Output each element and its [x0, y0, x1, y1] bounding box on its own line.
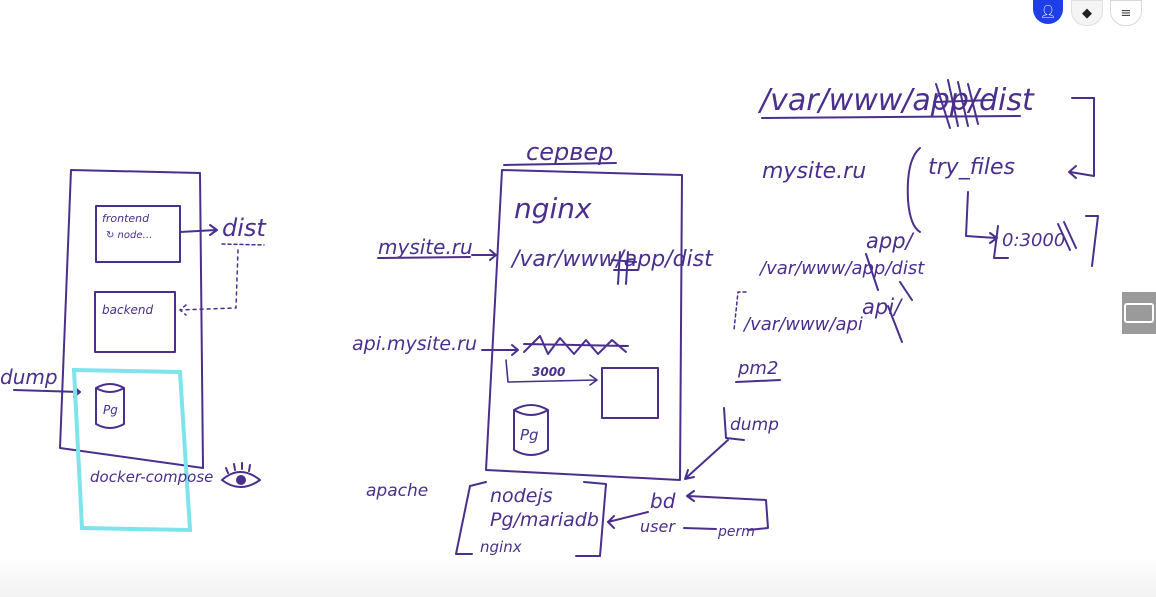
eye-icon	[221, 462, 261, 488]
mysite-label: mysite.ru	[378, 235, 473, 259]
dump-label: dump	[0, 365, 58, 389]
dump-to-server-arrow	[684, 439, 729, 480]
dist-strike	[611, 251, 639, 285]
perm-to-bd-arrow	[686, 490, 769, 531]
server-dist-path: /var/www/app/dist	[510, 247, 714, 272]
avatar-icon: ◆	[1082, 5, 1092, 21]
api-label: api/	[862, 295, 903, 319]
dist-label: dist	[222, 214, 267, 242]
server-title: сервер	[526, 138, 613, 166]
right-mysite-label: mysite.ru	[762, 159, 866, 184]
path-strike	[933, 79, 993, 129]
port-label: 3000	[532, 365, 565, 379]
app-label: app/	[866, 229, 915, 253]
perm-label: perm	[717, 524, 755, 540]
user-perm-line	[683, 527, 717, 530]
dist-underline	[221, 243, 265, 246]
api-arrow	[481, 344, 519, 356]
right-bracket	[575, 481, 607, 557]
api-domain-label: api.mysite.ru	[352, 333, 477, 355]
bd-arrow	[607, 511, 649, 529]
proxy-label: 0:3000	[1002, 230, 1065, 251]
right-path-label: /var/www/app/dist	[757, 83, 1035, 118]
try-files-label: try_files	[928, 155, 1015, 180]
pg-label: Pg	[103, 403, 118, 417]
bd-label: bd	[650, 489, 676, 513]
slide-panel-toggle[interactable]	[1122, 292, 1156, 334]
api-path-label: /var/www/api	[742, 314, 863, 335]
nginx-label: nginx	[514, 192, 592, 225]
docker-compose-highlight	[71, 367, 193, 533]
bottom-fade	[0, 557, 1156, 597]
docker-compose-label: docker-compose	[90, 468, 213, 486]
dist-to-backend-link	[179, 249, 239, 316]
app-dist-label: /var/www/app/dist	[758, 258, 925, 279]
server-box	[485, 169, 683, 481]
menu-button[interactable]: ≡	[1110, 0, 1142, 26]
proxy-bracket	[993, 215, 1099, 267]
nodejs-label: nodejs	[490, 485, 553, 507]
frontend-box	[95, 205, 181, 263]
dump-mark	[723, 407, 745, 441]
avatar-button[interactable]: ◆	[1071, 0, 1103, 26]
mysite-arrow	[471, 249, 497, 261]
left-bracket	[455, 481, 487, 555]
server-title-underline	[503, 162, 617, 166]
pm2-label: pm2	[737, 358, 778, 379]
docker-host-box	[59, 169, 204, 469]
person-icon: 👤︎	[1039, 4, 1057, 20]
try-files-brace	[906, 147, 921, 233]
api-bracket	[733, 291, 747, 331]
pm2-underline	[735, 379, 781, 383]
panel-icon	[1124, 303, 1154, 323]
frontend-to-dist-arrow	[179, 224, 218, 236]
api-strike	[865, 253, 913, 343]
eye-pupil	[236, 475, 246, 485]
path-bracket	[1068, 97, 1095, 179]
backend-process-box	[601, 367, 659, 419]
port-arrow	[505, 359, 598, 386]
user-button[interactable]: 👤︎	[1033, 0, 1063, 24]
pg-mariadb-label: Pg/mariadb	[490, 509, 599, 531]
right-dump-label: dump	[730, 415, 779, 435]
proxy-strike	[1057, 221, 1077, 251]
menu-icon: ≡	[1120, 5, 1132, 21]
try-files-arrow	[965, 191, 998, 244]
apache-label: apache	[366, 481, 428, 501]
frontend-label: frontend	[102, 212, 150, 225]
pg-cylinder	[95, 383, 125, 429]
user-label: user	[640, 517, 676, 536]
install-nginx-label: nginx	[480, 538, 522, 556]
server-pg-label: Pg	[520, 426, 539, 444]
frontend-sub-label: ↻ node…	[106, 230, 153, 241]
scribble-strike	[523, 335, 629, 355]
backend-label: backend	[102, 303, 154, 317]
backend-box	[94, 291, 176, 353]
server-pg-cylinder	[513, 404, 549, 456]
mysite-underline	[377, 256, 471, 259]
